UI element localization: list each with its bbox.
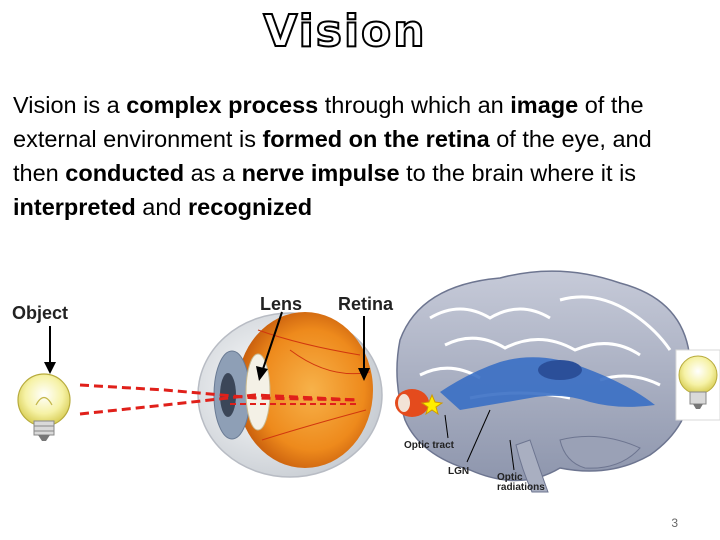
brain-diagram (395, 270, 693, 493)
retina-label: Retina (338, 294, 394, 314)
body-text-run: to the brain where it is (399, 160, 637, 186)
body-bold-term: image (510, 92, 579, 118)
optic-radiations-label-line1: Optic (497, 472, 523, 483)
body-text-run: Vision is a (13, 92, 127, 118)
body-text-run: of the external environment is (13, 92, 644, 152)
slide-title: Vision (262, 5, 427, 58)
body-bold-term: formed on the retina (262, 126, 490, 152)
lens-label: Lens (260, 294, 303, 314)
lgn-label: LGN (448, 466, 470, 477)
optic-tract-label: Optic tract (404, 440, 455, 451)
body-bold-term: conducted (65, 160, 185, 186)
body-bold-term: nerve impulse (241, 160, 400, 186)
body-bold-term: recognized (188, 194, 313, 220)
light-rays (79, 383, 359, 416)
body-text-run: and (135, 194, 189, 220)
body-paragraph: Vision is a complex process through whic… (13, 88, 703, 224)
light-bulb-right-icon (675, 349, 720, 421)
eye-diagram (197, 312, 383, 478)
page-number: 3 (671, 516, 678, 530)
body-text-run: of the eye, and then (13, 126, 652, 186)
body-text-run: as a (184, 160, 242, 186)
body-text-run: through which an (318, 92, 511, 118)
light-bulb-left-icon (17, 373, 71, 441)
optic-radiations-label-line2: radiations (497, 482, 545, 493)
body-bold-term: interpreted (13, 194, 136, 220)
object-label: Object (12, 303, 69, 323)
body-bold-term: complex process (126, 92, 319, 118)
